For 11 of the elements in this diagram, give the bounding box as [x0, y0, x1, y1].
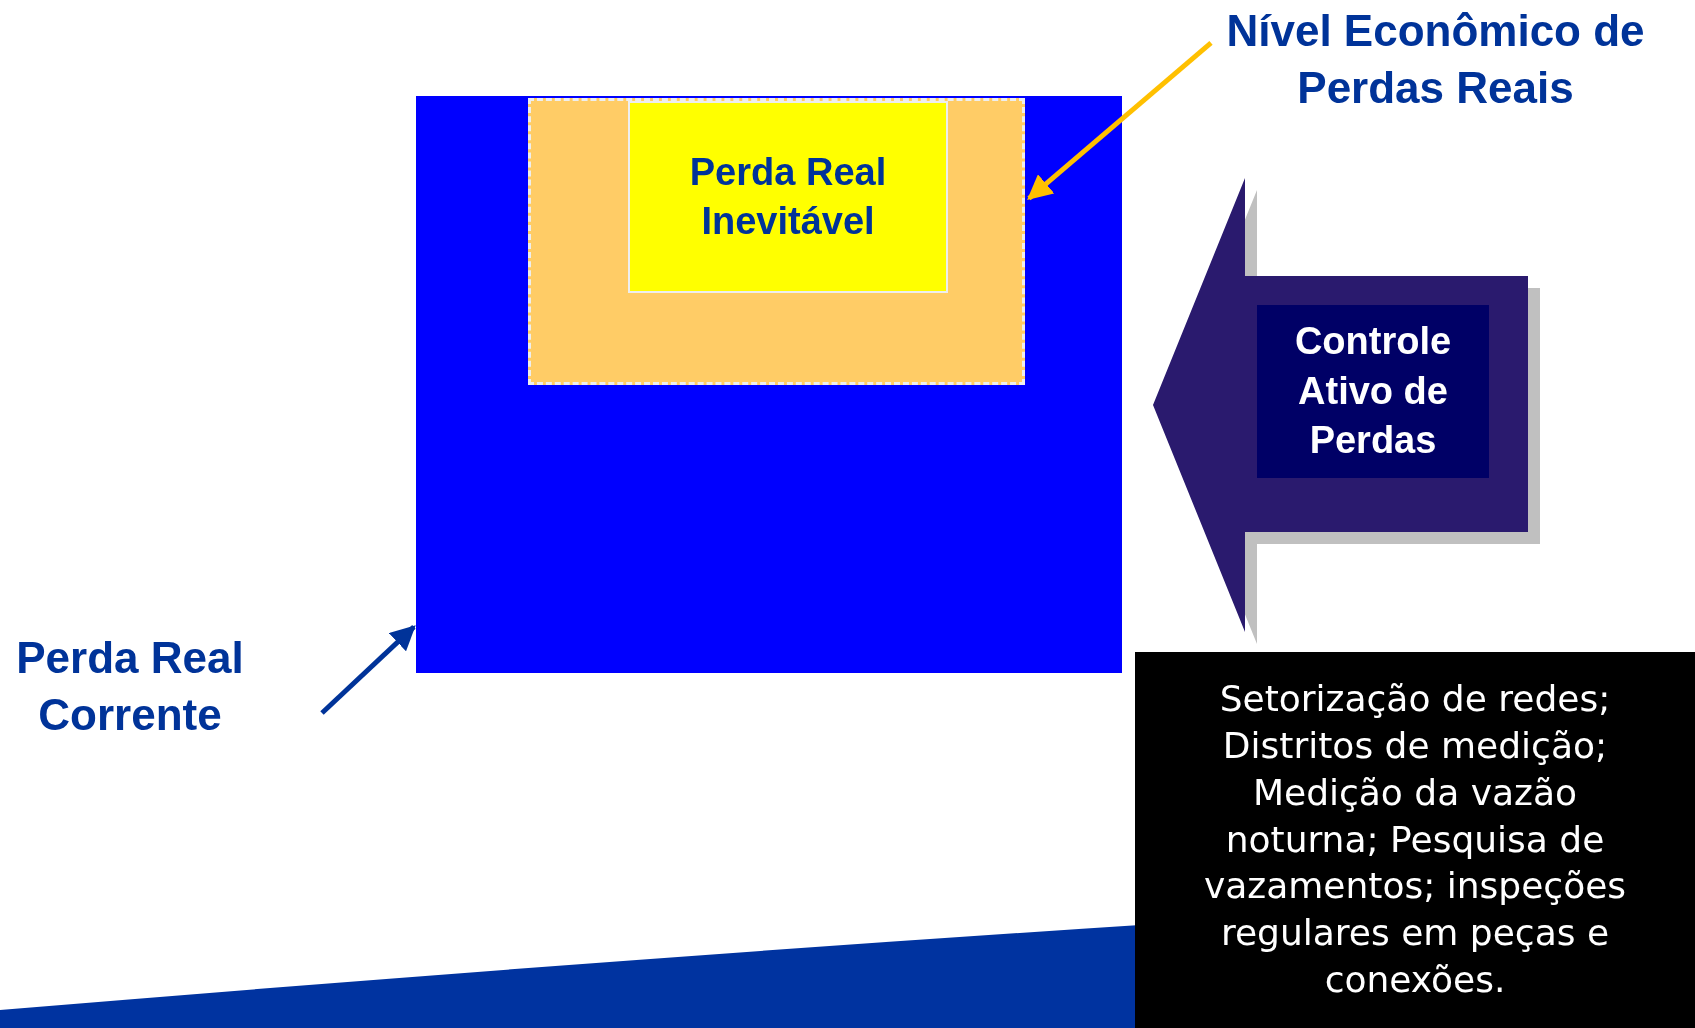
measures-box — [1135, 652, 1695, 1028]
measures-text: Setorização de redes; Distritos de medição; Medição da vazão noturna; Pesquisa de vazamentos; inspeções regulares em peças e conexões. — [1202, 677, 1628, 1002]
node-label: Perda Real Corrente — [15, 631, 245, 741]
node-label: Perda Real Inevitável — [688, 149, 888, 244]
unavoidable-loss-box — [628, 101, 948, 293]
arrow — [320, 625, 416, 715]
economic-level-box — [528, 98, 1025, 385]
arrow — [1027, 40, 1213, 201]
node-label: Controle Ativo de Perdas — [1293, 319, 1453, 464]
node-label: Nível Econômico de Perdas Reais — [1225, 4, 1646, 114]
loss-area-box — [416, 96, 1122, 673]
